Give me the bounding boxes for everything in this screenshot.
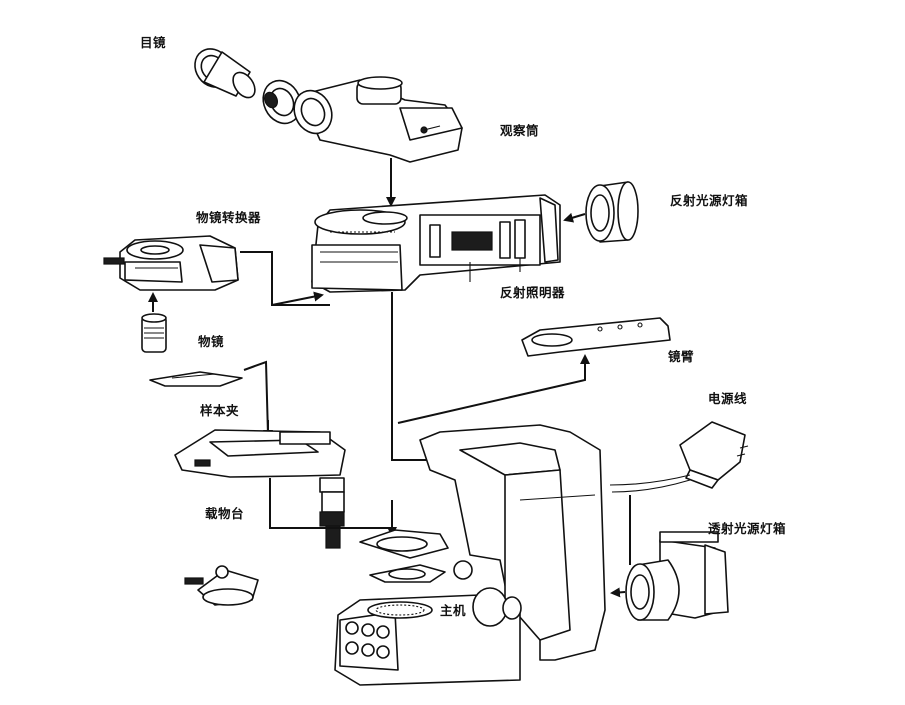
label-objective: 物镜	[198, 334, 225, 349]
label-reflected-lamphouse: 反射光源灯箱	[670, 193, 749, 208]
condenser-part	[184, 565, 259, 606]
label-power-cord: 电源线	[708, 391, 748, 406]
label-reflected-illuminator: 反射照明器	[500, 285, 566, 300]
objective-part	[141, 313, 167, 353]
label-stage: 载物台	[205, 506, 245, 521]
power-cord-part	[609, 421, 749, 493]
label-specimen-holder: 样本夹	[200, 403, 240, 418]
specimen-holder-part	[149, 371, 243, 387]
label-eyepiece: 目镜	[140, 35, 167, 50]
nosepiece-part	[103, 235, 239, 291]
reflected-illuminator-part	[311, 194, 561, 293]
label-nosepiece: 物镜转换器	[196, 210, 262, 225]
label-arm: 镜臂	[668, 349, 695, 364]
observation-tube-part	[262, 76, 463, 163]
label-observation-tube: 观察筒	[500, 123, 540, 138]
reflected-lamphouse-part	[585, 181, 639, 243]
label-main-body: 主机	[440, 603, 467, 618]
label-transmitted-lamphouse: 透射光源灯箱	[708, 521, 787, 536]
eyepiece-part	[194, 48, 256, 99]
main-body-part	[334, 424, 606, 686]
arm-part	[521, 317, 671, 357]
stage-part	[174, 429, 346, 549]
transmitted-lamphouse-part	[625, 531, 729, 621]
